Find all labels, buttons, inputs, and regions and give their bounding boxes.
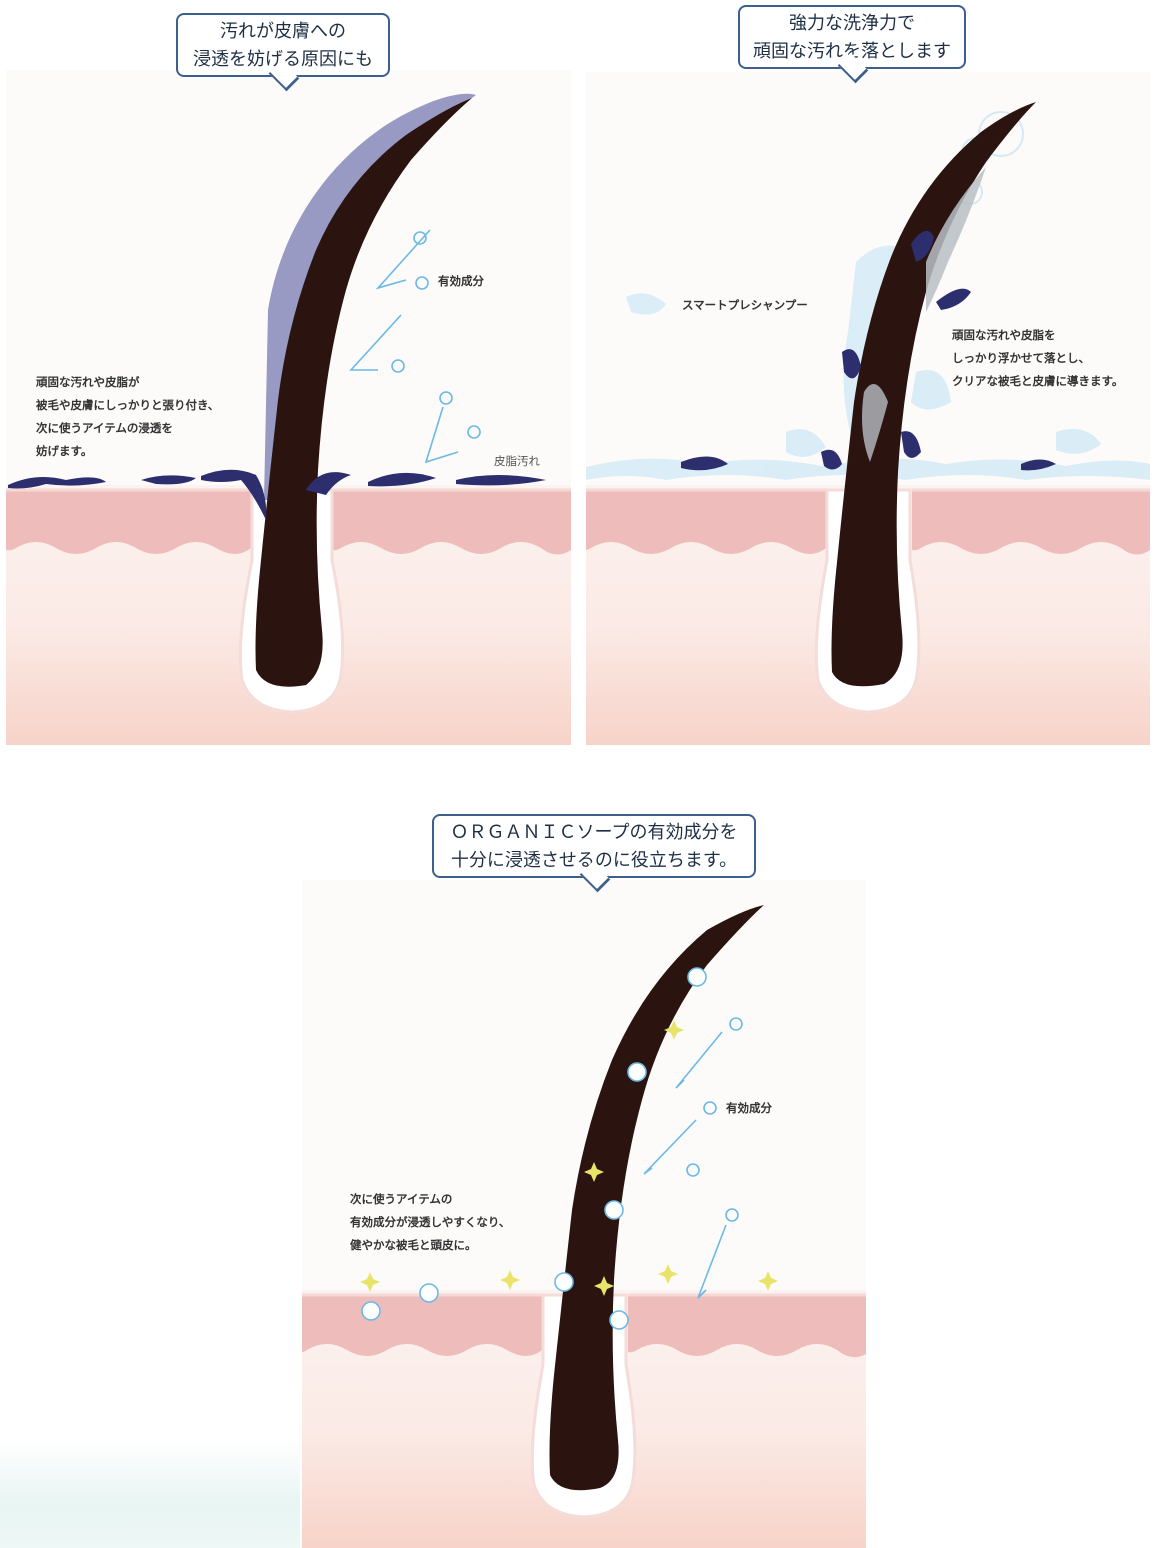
ingredient-bubble [686,1163,700,1177]
sparkle-icon [758,1271,778,1291]
panel1-note-line: 次に使うアイテムの浸透を [36,421,173,435]
panel3-note-line: 有効成分が浸透しやすくなり、 [350,1215,511,1229]
panel3-caption-line2: 十分に浸透させるのに役立ちます。 [450,850,738,871]
sparkle-icon [584,1162,604,1182]
panel3-caption-bubble: ＯＲＧＡＮＩＣソープの有効成分を 十分に浸透させるのに役立ちます。 [432,814,756,878]
panel2-note-line: 頑固な汚れや皮脂を [952,328,1056,342]
ingredient-arrow [424,406,459,464]
panel1-epidermis-left [6,490,251,554]
panel2-label-shampoo: スマートプレシャンプー [682,298,808,312]
ingredient-bubble [687,967,707,987]
panel1-sebum-dirt [8,469,546,520]
ingredient-bubble [415,276,429,290]
panel3-hair [549,905,764,1491]
panel2-note-line: しっかり浮かせて落とし、 [952,351,1090,365]
panel2-illustration [586,72,1150,745]
panel1-note-line: 妨げます。 [36,444,93,458]
panel-dirt-blocking [6,70,571,745]
panel1-ingredients [349,229,481,464]
ingredient-bubble [413,231,427,245]
ingredient-arrow [697,1224,727,1299]
panel3-sparkles [360,1020,778,1296]
panel-pre-shampoo-cleaning [586,72,1150,745]
panel3-note-line: 次に使うアイテムの [350,1192,453,1206]
panel2-epidermis-right [912,490,1150,555]
panel3-explanation: 次に使うアイテムの 有効成分が浸透しやすくなり、 健やかな被毛と頭皮に。 [350,1188,510,1257]
panel3-note-line: 健やかな被毛と頭皮に。 [350,1238,477,1252]
panel2-caption-line1: 強力な洗浄力で [789,13,915,34]
ingredient-bubble [419,1283,439,1303]
panel1-dirt-halo [264,93,476,500]
panel2-note-line: クリアな被毛と皮膚に導きます。 [952,374,1124,388]
panel1-explanation: 頑固な汚れや皮脂が 被毛や皮膚にしっかりと張り付き、 次に使うアイテムの浸透を … [36,371,219,463]
panel3-illustration [302,880,866,1548]
panel3-absorbed-ingredients [361,967,707,1330]
panel1-note-line: 頑固な汚れや皮脂が [36,375,140,389]
ingredient-bubble [729,1017,743,1031]
panel1-caption-line1: 汚れが皮膚への [220,21,346,42]
panel2-caption-bubble: 強力な洗浄力で 頑固な汚れを落とします [738,5,966,69]
ingredient-bubble [609,1310,629,1330]
panel3-label-ingredient: 有効成分 [726,1101,772,1115]
panel3-incoming-ingredients [643,1017,743,1299]
panel3-epidermis-right [628,1295,866,1358]
ingredient-bubble [604,1200,624,1220]
ingredient-arrow [375,229,431,290]
ingredient-bubble [391,359,405,373]
ingredient-bubble [725,1208,739,1222]
sparkle-icon [664,1020,684,1040]
panel-ingredient-absorption [302,880,866,1548]
ingredient-bubble [703,1101,717,1115]
ingredient-bubble [554,1272,574,1292]
panel2-dirt-lifting [926,167,986,312]
ingredient-arrow [643,1119,697,1175]
panel1-epidermis-right [333,490,571,555]
ingredient-bubble [627,1062,647,1082]
ingredient-arrow [675,1031,723,1089]
panel1-caption-bubble: 汚れが皮膚への 浸透を妨げる原因にも [176,13,390,77]
panel1-label-ingredient: 有効成分 [438,274,484,288]
sparkle-icon [360,1272,380,1292]
sparkle-icon [658,1264,678,1284]
corner-watercolor-wash [0,1440,300,1548]
sparkle-icon [594,1276,614,1296]
panel2-dirt-droplets [681,230,1056,471]
panel2-explanation: 頑固な汚れや皮脂を しっかり浮かせて落とし、 クリアな被毛と皮膚に導きます。 [952,324,1123,393]
ingredient-arrow [349,314,402,371]
panel1-note-line: 被毛や皮膚にしっかりと張り付き、 [36,398,220,412]
panel1-caption-line2: 浸透を妨げる原因にも [193,49,373,70]
panel2-caption-line2: 頑固な汚れを落とします [753,41,951,62]
ingredient-bubble [361,1301,381,1321]
panel1-illustration [6,70,571,745]
panel3-caption-line1: ＯＲＧＡＮＩＣソープの有効成分を [450,822,738,843]
ingredient-bubble [439,391,453,405]
sparkle-icon [500,1270,520,1290]
panel1-label-sebum: 皮脂汚れ [494,454,540,468]
panel1-hair [255,98,472,687]
ingredient-bubble [467,425,481,439]
panel2-epidermis-left [586,490,826,554]
panel2-hair [831,102,1036,687]
